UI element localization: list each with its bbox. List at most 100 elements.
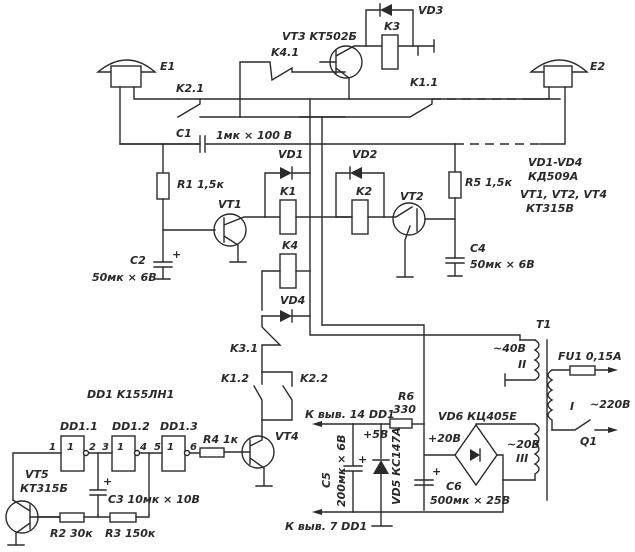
label-c6: C6 [446,480,462,493]
label-dd1-3: DD1.3 [160,420,198,433]
label-vd2: VD2 [352,148,378,161]
resistor-r6 [389,418,413,429]
gate-dd1-1 [60,435,90,472]
label-winding2-voltage: ~40В [493,342,526,355]
label-mains: ~220В [590,398,631,411]
label-t1: T1 [536,318,551,331]
note-transistor-type: КТ315В [526,202,574,215]
note-transistors: VT1, VT2, VT4 [520,188,607,201]
capacitor-c2 [153,229,173,280]
label-e2: E2 [590,60,606,73]
label-c3-plus: + [103,475,112,488]
bridge-vd6 [454,423,536,487]
label-vt5-type: КТ315Б [20,482,68,495]
relay-k2 [335,166,385,235]
label-winding1: I [570,400,574,413]
logic-wiring [12,451,225,516]
label-e1: E1 [160,60,175,73]
label-vt5: VT5 [25,468,49,481]
zener-vd5 [372,423,390,513]
capacitor-c1 [119,135,456,153]
label-q1: Q1 [580,435,597,448]
e2-sounder [529,59,589,145]
label-vd5: VD5 КС147А [390,427,403,505]
capacitor-c4 [445,257,465,277]
resistor-r5 [448,143,462,259]
label-c3: C3 10мк × 10В [108,493,200,506]
label-vt4: VT4 [275,430,299,443]
label-to-pin7: К выв. 7 DD1 [285,520,367,533]
contact-k4-1 [239,61,346,118]
label-k4: K4 [282,239,298,252]
label-r6-value: 330 [393,403,416,416]
resistor-r2 [37,512,111,523]
label-k2-1: K2.1 [176,82,204,95]
relay-k3 [365,3,435,70]
capacitor-c6 [414,479,434,486]
transistor-vt3 [319,45,367,100]
fuse-fu1 [569,365,596,376]
label-r1: R1 1,5к [177,178,224,191]
label-c2-plus: + [172,248,181,261]
contact-k2-1 [177,98,561,118]
label-c1-value: 1мк × 100 В [216,129,292,142]
label-plus5v: +5В [363,428,388,441]
label-k1: K1 [280,185,296,198]
pin-3: 3 [102,442,109,453]
label-winding3: III [516,452,528,465]
label-c6-value: 500мк × 25В [430,494,510,507]
relay-k1 [264,166,361,235]
gate-symbol-1: 1 [67,442,74,453]
label-vd6: VD6 КЦ405Е [438,410,517,423]
label-r3: R3 150к [105,527,156,540]
label-r2: R2 30к [50,527,93,540]
label-c1: C1 [176,127,192,140]
label-vt2: VT2 [400,190,424,203]
label-c6-plus: + [432,465,441,478]
label-vd3: VD3 [418,4,444,17]
label-vt1: VT1 [218,198,242,211]
power-wiring [317,324,504,527]
pin-2: 2 [89,442,96,453]
label-c4: C4 [470,242,486,255]
transformer-t1 [504,339,611,501]
label-vt3: VT3 KT502Б [282,30,357,43]
label-r4: R4 1к [203,433,239,446]
label-c2: C2 [130,254,146,267]
label-r5: R5 1,5к [465,176,512,189]
label-c2-value: 50мк × 6В [92,271,157,284]
label-r6: R6 [398,390,414,403]
transistor-vt4 [223,419,275,487]
label-k1-2: K1.2 [221,372,249,385]
label-c5: C5 [320,472,333,488]
label-plus20v: +20В [428,432,461,445]
label-c5-plus: + [358,453,367,466]
contact-k1-1 [299,98,433,118]
contact-k1-2 [253,371,293,421]
label-k3: K3 [384,20,401,33]
gate-symbol-2: 1 [117,442,124,453]
label-k4-1: K4.1 [271,46,299,59]
label-fu1: FU1 0,15А [558,350,622,363]
label-c5-value: 200мк × 6В [335,435,348,507]
label-vd4: VD4 [280,294,305,307]
label-winding2: II [518,358,526,371]
pin-4: 4 [139,442,147,453]
transistor-vt2 [383,202,456,278]
label-vd1: VD1 [278,148,303,161]
resistor-r4 [199,447,225,458]
capacitor-c5 [343,423,363,513]
label-winding3-voltage: ~20В [507,438,540,451]
label-k3-1: K3.1 [230,342,258,355]
label-k2-2: K2.2 [300,372,328,385]
pin-5: 5 [154,442,161,453]
label-c4-value: 50мк × 6В [470,258,535,271]
label-dd1: DD1 K155ЛН1 [87,388,174,401]
label-k2: K2 [356,185,373,198]
pin-6: 6 [190,442,197,453]
resistor-r3 [97,512,150,523]
label-dd1-1: DD1.1 [60,420,98,433]
relay-k4 [261,253,311,323]
label-to-pin14: К выв. 14 DD1 [305,408,395,421]
